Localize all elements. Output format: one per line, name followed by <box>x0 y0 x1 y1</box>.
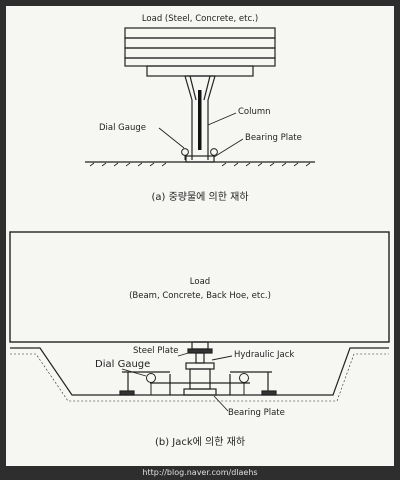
load-box-b <box>9 231 390 343</box>
load-detail-b: (Beam, Concrete, Back Hoe, etc.) <box>129 291 271 301</box>
watermark-url: http://blog.naver.com/dlaehs <box>142 468 258 477</box>
leader-lines-a <box>158 112 244 158</box>
caption-a: (a) 중량물에 의한 재하 <box>151 190 248 203</box>
bearing-plate-label-a: Bearing Plate <box>245 133 302 143</box>
steel-plate-label-b: Steel Plate <box>133 346 179 356</box>
column-label-a: Column <box>238 107 271 117</box>
load-label-a: Load (Steel, Concrete, etc.) <box>142 14 258 24</box>
hydraulic-jack-label-b: Hydraulic Jack <box>234 350 294 360</box>
load-label-b: Load <box>190 277 210 287</box>
pit-profile-b <box>10 347 389 402</box>
load-stack-a <box>124 27 276 77</box>
reference-beam-b <box>119 371 277 396</box>
diagram-a: Load (Steel, Concrete, etc.) <box>85 14 315 203</box>
dial-gauge-label-a: Dial Gauge <box>99 123 146 133</box>
column-core-a <box>198 90 202 150</box>
hydraulic-jack-b <box>183 341 217 396</box>
caption-b: (b) Jack에 의한 재하 <box>155 435 245 448</box>
diagram-b: Load (Beam, Concrete, Back Hoe, etc.) <box>9 231 390 448</box>
bearing-plate-a <box>185 155 215 163</box>
leader-lines-b <box>121 351 233 412</box>
ground-line-a <box>85 161 315 167</box>
column-a <box>184 75 216 160</box>
dial-gauge-a <box>181 148 218 160</box>
bearing-plate-label-b: Bearing Plate <box>228 408 285 418</box>
dial-gauge-label-b: Dial Gauge <box>95 359 150 370</box>
dial-gauge-b <box>146 373 249 395</box>
